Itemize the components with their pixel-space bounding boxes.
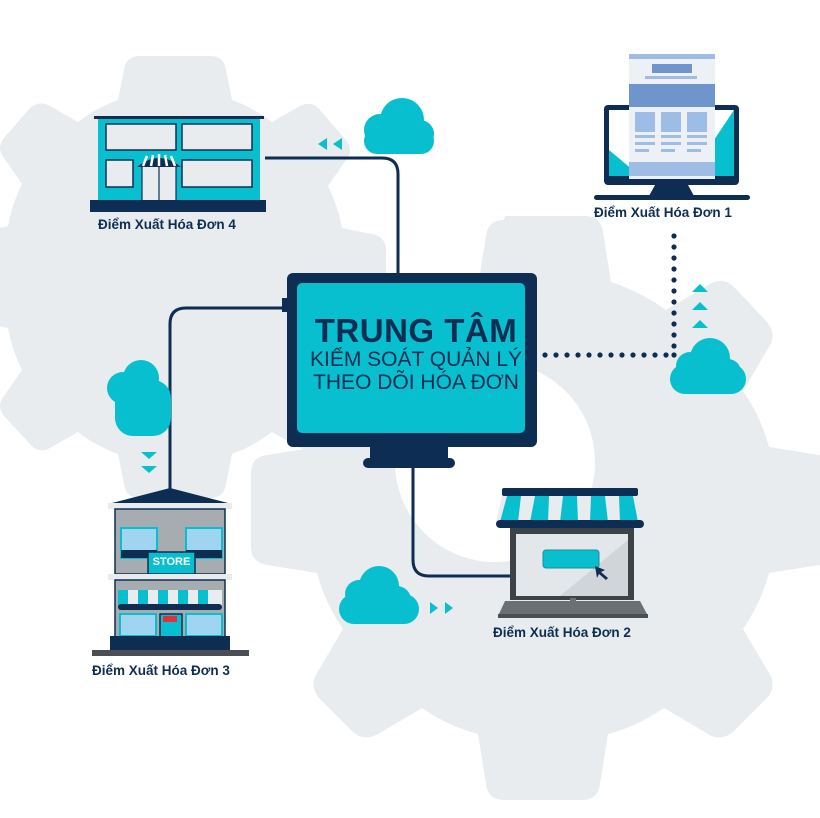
line-to-node-4 <box>265 156 400 276</box>
center-subtitle-line2: THEO DÕI HÓA ĐƠN <box>313 371 519 394</box>
arrow-down-icon <box>141 452 157 473</box>
cloud-icon <box>107 360 171 436</box>
arrow-up-icon <box>692 284 708 328</box>
laptop-shop-awning-icon <box>496 488 648 618</box>
line-to-node-2 <box>411 468 510 578</box>
flat-shop-building-icon <box>90 116 266 212</box>
center-monitor-text: TRUNG TÂM KIỂM SOÁT QUẢN LÝ THEO DÕI HÓA… <box>300 312 532 395</box>
desktop-monitor-webpage-icon <box>594 54 750 200</box>
node-2-label: Điểm Xuất Hóa Đơn 2 <box>493 625 631 640</box>
arrow-right-icon <box>430 602 453 614</box>
cloud-icon <box>364 98 434 154</box>
cloud-icon <box>670 338 746 394</box>
node-1-label: Điểm Xuất Hóa Đơn 1 <box>594 205 732 220</box>
center-subtitle-line1: KIỂM SOÁT QUẢN LÝ <box>310 348 522 371</box>
dotted-line-to-node-1 <box>542 233 677 358</box>
store-sign: STORE <box>152 556 191 568</box>
node-4-label: Điểm Xuất Hóa Đơn 4 <box>98 217 236 232</box>
node-3-label: Điểm Xuất Hóa Đơn 3 <box>92 663 230 678</box>
line-to-node-3 <box>168 306 290 490</box>
awning-icon <box>118 590 222 610</box>
connection-lines <box>168 156 510 578</box>
cloud-icon <box>339 566 419 624</box>
center-title: TRUNG TÂM <box>314 312 518 349</box>
central-monitor-icon <box>282 273 537 468</box>
shop-awning-icon <box>496 488 644 528</box>
arrow-left-icon <box>318 138 342 150</box>
two-story-store-building-icon <box>92 480 249 656</box>
